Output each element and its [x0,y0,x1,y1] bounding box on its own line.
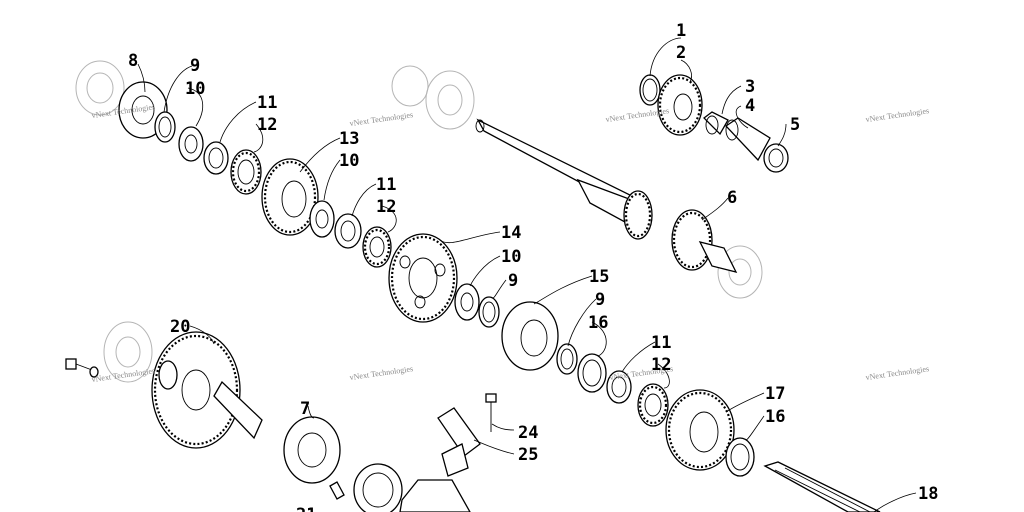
leader-lines [137,37,917,512]
gear-part-13 [261,158,319,236]
callout-12-upper: 12 [257,115,277,135]
callout-2: 2 [676,43,686,63]
housing-gasket [353,463,403,512]
washer-part-16-lower [725,437,755,477]
callout-labels: 1 2 3 4 5 6 8 9 10 11 12 13 10 11 12 14 … [128,21,938,512]
washer-part-10-middle [309,200,335,238]
bushing-part-11-upper [203,141,229,175]
snap-ring-part-9-lower [556,343,578,375]
callout-9-upper: 9 [190,56,200,76]
callout-15: 15 [589,267,609,287]
callout-5: 5 [790,115,800,135]
bearing-part-7 [283,416,341,484]
watermark-6: vNext Technologies [349,364,414,382]
callout-6: 6 [727,188,737,208]
callout-8: 8 [128,51,138,71]
callout-14: 14 [501,223,521,243]
snap-ring-part-1 [639,74,661,106]
callout-16-middle: 16 [588,313,608,333]
callout-20: 20 [170,317,190,337]
callout-16-lower: 16 [765,407,785,427]
washer-part-10-upper [178,126,204,162]
ghost-bearing-left [75,60,125,116]
bolt-part-24 [485,393,497,432]
bolt-fastener [65,358,99,378]
sleeve-part-4 [724,117,771,162]
callout-21-partial: 21 [296,505,316,512]
watermark-4: vNext Technologies [865,106,930,124]
snap-ring-part-9-upper [154,111,176,143]
shift-dog-part-15 [501,301,559,371]
shaft-part-6 [475,118,738,273]
callout-13: 13 [339,129,359,149]
ghost-bearing-right [717,245,763,299]
callout-17: 17 [765,384,785,404]
callout-12-middle: 12 [376,197,396,217]
gear-part-2 [657,74,703,136]
gear-part-14 [388,233,458,323]
callout-11-upper: 11 [257,93,277,113]
gear-part-20 [151,331,263,449]
sensor-part-25 [437,407,481,477]
callout-25: 25 [518,445,538,465]
bushing-part-11-lower [606,370,632,404]
bushing-part-11-middle [334,213,362,249]
needle-bearing-part-12-upper [230,149,262,195]
washer-part-10-lower [454,283,480,321]
ghost-bearing-top [391,65,475,130]
callout-9-middle: 9 [508,271,518,291]
callout-7: 7 [300,399,310,419]
watermark-3: vNext Technologies [605,106,670,124]
needle-bearing-part-12-lower [637,383,669,427]
callout-4: 4 [745,96,755,116]
ghost-bearing-lower-left [103,321,153,383]
callout-9-lower: 9 [595,290,605,310]
gear-part-17 [665,389,735,471]
callout-10-upper: 10 [185,79,205,99]
bushing-part-3 [703,111,729,136]
shaft-part-18 [763,461,881,512]
callout-11-lower: 11 [651,333,671,353]
housing-cover [399,479,471,512]
callout-10-lower: 10 [501,247,521,267]
snap-ring-part-9-middle [478,296,500,328]
watermark-2: vNext Technologies [349,110,414,128]
callout-1: 1 [676,21,686,41]
callout-3: 3 [745,77,755,97]
washer-part-16-middle [577,353,607,393]
watermark-8: vNext Technologies [865,364,930,382]
needle-bearing-part-12-middle [362,226,392,268]
callout-10-middle: 10 [339,151,359,171]
callout-18: 18 [918,484,938,504]
callout-11-middle: 11 [376,175,396,195]
bushing-part-5 [763,143,789,173]
dowel-pin [329,481,345,500]
callout-24: 24 [518,423,538,443]
callout-12-lower: 12 [651,355,671,375]
